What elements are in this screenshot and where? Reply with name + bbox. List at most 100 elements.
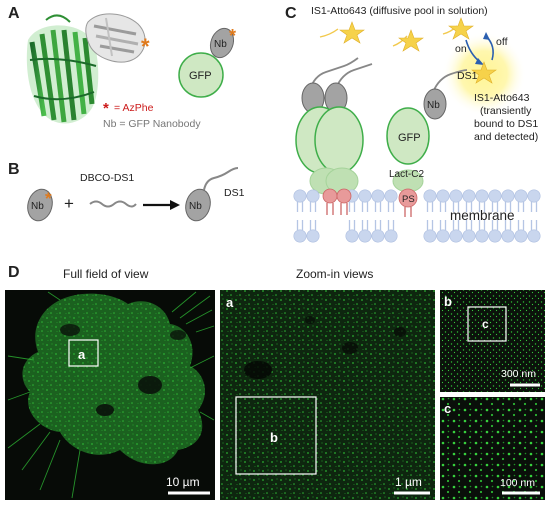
panel-letter-a: A	[8, 5, 20, 22]
panel-letter-c: C	[285, 5, 297, 22]
nb-icon-right	[185, 188, 211, 222]
lipid-head	[488, 189, 502, 203]
lipid-head	[501, 189, 515, 203]
lipid-head	[345, 229, 359, 243]
zoom-views-title: Zoom-in views	[296, 267, 373, 281]
lipid-head	[436, 189, 450, 203]
lipid-head	[423, 189, 437, 203]
reaction-arrow-head	[170, 200, 180, 210]
membrane-label: membrane	[450, 208, 515, 223]
lipid-head	[501, 229, 515, 243]
nanobody-structure	[85, 13, 146, 63]
nb-label-right: Nb	[189, 201, 202, 212]
lipid-head	[462, 229, 476, 243]
ps-lipid-right	[398, 188, 418, 217]
nb-cartoon-label: Nb	[214, 39, 227, 50]
zoom-image-c: c 100 nm	[440, 397, 545, 500]
ds1-strand-b	[203, 167, 239, 191]
diffusing-star-2-icon	[392, 29, 424, 52]
scale-label-c: 100 nm	[500, 477, 535, 489]
panel-letter-b: B	[8, 161, 20, 178]
legend-azphe: = AzPhe	[114, 102, 154, 114]
off-arrow-head-icon	[483, 32, 490, 40]
azphe-star-cartoon-icon: *	[229, 26, 236, 46]
lipid-head	[475, 229, 489, 243]
gfp-label-c: GFP	[398, 132, 421, 144]
bound-line-4: and detected)	[474, 131, 538, 143]
ps-label: PS	[402, 194, 415, 205]
on-arrow-head-icon	[475, 58, 484, 65]
diffusing-star-1-icon	[319, 21, 365, 44]
lipid-head	[293, 189, 307, 203]
roi-box-b	[235, 396, 317, 475]
lipid-head	[293, 229, 307, 243]
zoom-image-b: c b 300 nm	[440, 290, 545, 392]
full-field-image: a 10 µm	[5, 290, 215, 500]
panel-letter-d: D	[8, 264, 20, 281]
dbco-ds1-strand	[89, 200, 137, 208]
lipid-head	[423, 229, 437, 243]
lipid-head	[306, 189, 320, 203]
gfp-cartoon-label: GFP	[189, 70, 212, 82]
sub-label-b: b	[444, 294, 452, 309]
lipid-head	[358, 229, 372, 243]
roi-box-b-label: b	[270, 430, 278, 445]
scale-label-full: 10 µm	[166, 475, 200, 489]
lipid-head	[449, 189, 463, 203]
lipid-head	[371, 229, 385, 243]
lipid-head	[527, 229, 541, 243]
full-field-title: Full field of view	[63, 267, 149, 281]
diffusing-star-3-icon	[442, 17, 474, 40]
protein-dimer-left	[295, 57, 373, 195]
lipid-head	[488, 229, 502, 243]
gfp-cartoon-icon	[178, 52, 224, 98]
off-label: off	[496, 36, 508, 48]
legend-nanobody: Nb = GFP Nanobody	[103, 118, 201, 130]
scale-label-b: 300 nm	[501, 368, 536, 380]
roi-box-c	[467, 306, 507, 342]
nb-label-c: Nb	[427, 100, 440, 111]
roi-box-a	[68, 339, 99, 367]
membrane-bilayer	[293, 189, 541, 243]
ds1-label-c: DS1	[457, 70, 478, 82]
lipid-head	[475, 189, 489, 203]
lipid-head	[306, 229, 320, 243]
on-label: on	[455, 43, 467, 55]
azphe-star-icon: *	[141, 34, 150, 59]
lipid-head	[514, 229, 528, 243]
legend-star: *	[103, 100, 109, 117]
protein-right	[386, 69, 468, 193]
scale-label-a: 1 µm	[395, 475, 422, 489]
roi-box-c-label: c	[482, 317, 489, 331]
roi-box-a-label: a	[78, 347, 86, 362]
lipid-head	[371, 189, 385, 203]
nb-label-left: Nb	[31, 201, 44, 212]
dbco-ds1-label: DBCO-DS1	[80, 172, 134, 184]
nb-icon-left	[27, 188, 53, 222]
nb-cartoon-icon	[209, 27, 235, 59]
sub-label-c: c	[444, 401, 451, 416]
lipid-head	[462, 189, 476, 203]
bound-line-3: bound to DS1	[474, 118, 538, 130]
bound-line-2: (transiently	[480, 105, 532, 117]
gfp-structure	[26, 14, 99, 124]
zoom-image-a: b a 1 µm	[220, 290, 435, 500]
lact-c2-label: Lact-C2	[389, 169, 424, 180]
azphe-star-b-icon: *	[45, 189, 52, 208]
bound-line-1: IS1-Atto643	[474, 92, 530, 104]
sub-label-a: a	[226, 295, 234, 310]
lipid-head	[384, 229, 398, 243]
is1-pool-title: IS1-Atto643 (diffusive pool in solution)	[311, 5, 488, 17]
lipid-head	[527, 189, 541, 203]
plus-sign: +	[64, 194, 74, 213]
bound-star-icon	[471, 61, 497, 84]
lipid-head	[514, 189, 528, 203]
lipid-head	[449, 229, 463, 243]
ds1-label-b: DS1	[224, 187, 245, 199]
lipid-head	[358, 189, 372, 203]
lipid-head	[436, 229, 450, 243]
ps-lipid-left	[322, 188, 352, 215]
lipid-head	[384, 189, 398, 203]
